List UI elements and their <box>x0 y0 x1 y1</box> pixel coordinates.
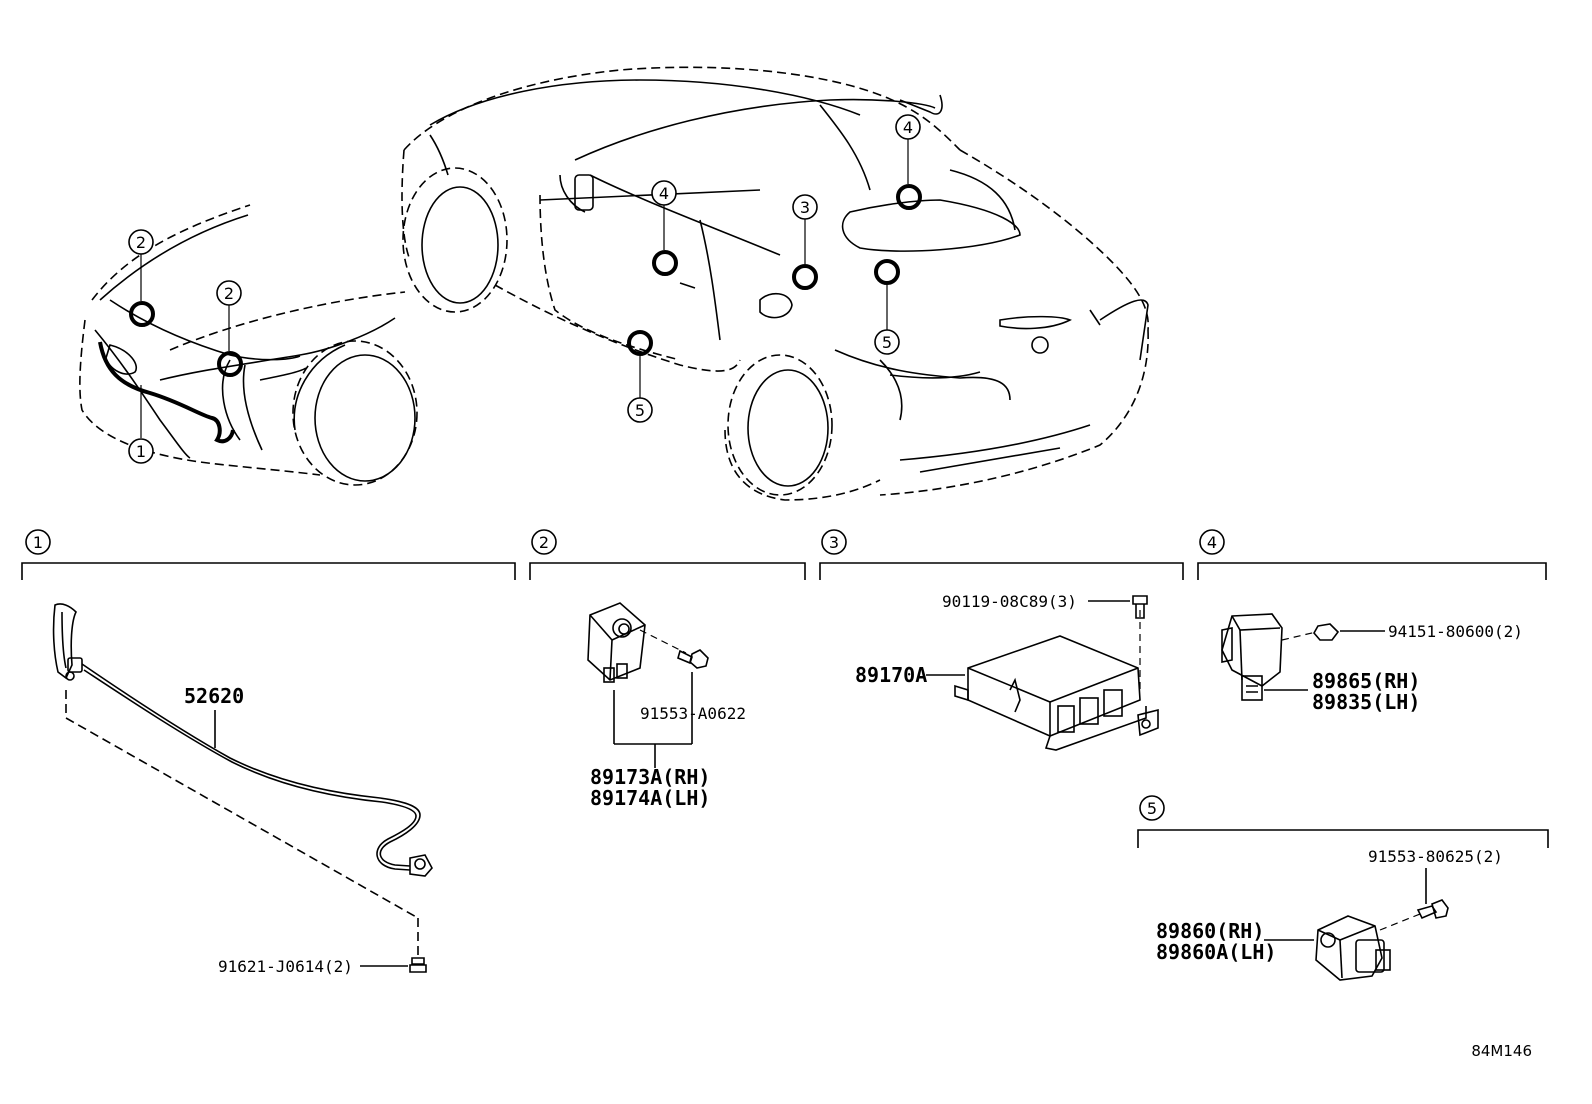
section-1-header: 1 <box>21 529 516 580</box>
callout-rear-5a: 5 <box>874 329 900 355</box>
part-89173A-RH: 89173A(RH) <box>590 765 710 789</box>
callout-front-2b: 2 <box>216 280 242 306</box>
svg-text:4: 4 <box>1207 533 1217 552</box>
section-headers: 1 2 3 4 5 <box>21 529 1549 848</box>
section-4-parts: 94151-80600(2) 89865(RH) 89835(LH) <box>1221 613 1523 714</box>
part-89865-RH: 89865(RH) <box>1312 669 1420 693</box>
svg-text:2: 2 <box>224 284 234 303</box>
section-5-parts: 91553-80625(2) 89860(RH) 89860A(LH) <box>1156 847 1503 981</box>
svg-text:2: 2 <box>136 233 146 252</box>
svg-text:2: 2 <box>539 533 549 552</box>
section-2-header: 2 <box>529 529 806 580</box>
part-52620: 52620 <box>184 684 244 708</box>
part-89835-LH: 89835(LH) <box>1312 690 1420 714</box>
part-91553-A0622: 91553-A0622 <box>640 704 746 723</box>
section-2-parts: 91553-A0622 89173A(RH) 89174A(LH) <box>587 602 746 810</box>
section-3-parts: 90119-08C89(3) 89170A <box>855 592 1159 751</box>
svg-text:4: 4 <box>659 184 669 203</box>
car-callouts: 2 2 1 4 4 3 5 5 <box>128 114 921 464</box>
callout-rear-4a: 4 <box>895 114 921 140</box>
part-94151-80600: 94151-80600(2) <box>1388 622 1523 641</box>
part-89860-RH: 89860(RH) <box>1156 919 1264 943</box>
part-89174A-LH: 89174A(LH) <box>590 786 710 810</box>
svg-text:1: 1 <box>33 533 43 552</box>
diagram-code: 84M146 <box>1471 1042 1532 1060</box>
section-4-header: 4 <box>1197 529 1547 580</box>
svg-text:5: 5 <box>635 401 645 420</box>
callout-rear-4b: 4 <box>651 180 677 206</box>
part-89860A-LH: 89860A(LH) <box>1156 940 1276 964</box>
part-90119-08C89: 90119-08C89(3) <box>942 592 1077 611</box>
svg-text:1: 1 <box>136 442 146 461</box>
part-89170A: 89170A <box>855 663 927 687</box>
part-91553-80625: 91553-80625(2) <box>1368 847 1503 866</box>
callout-front-2a: 2 <box>128 229 154 255</box>
section-1-parts: 52620 91621-J0614(2) <box>52 603 433 976</box>
callout-rear-3: 3 <box>792 194 818 220</box>
section-3-header: 3 <box>819 529 1184 580</box>
callout-front-1: 1 <box>128 438 154 464</box>
svg-text:4: 4 <box>903 118 913 137</box>
callout-rear-5b: 5 <box>627 397 653 423</box>
rear-car-view <box>401 66 1150 501</box>
section-5-header: 5 <box>1137 795 1549 848</box>
svg-text:3: 3 <box>829 533 839 552</box>
svg-text:5: 5 <box>882 333 892 352</box>
svg-text:5: 5 <box>1147 799 1157 818</box>
part-91621-J0614: 91621-J0614(2) <box>218 957 353 976</box>
svg-text:3: 3 <box>800 198 810 217</box>
